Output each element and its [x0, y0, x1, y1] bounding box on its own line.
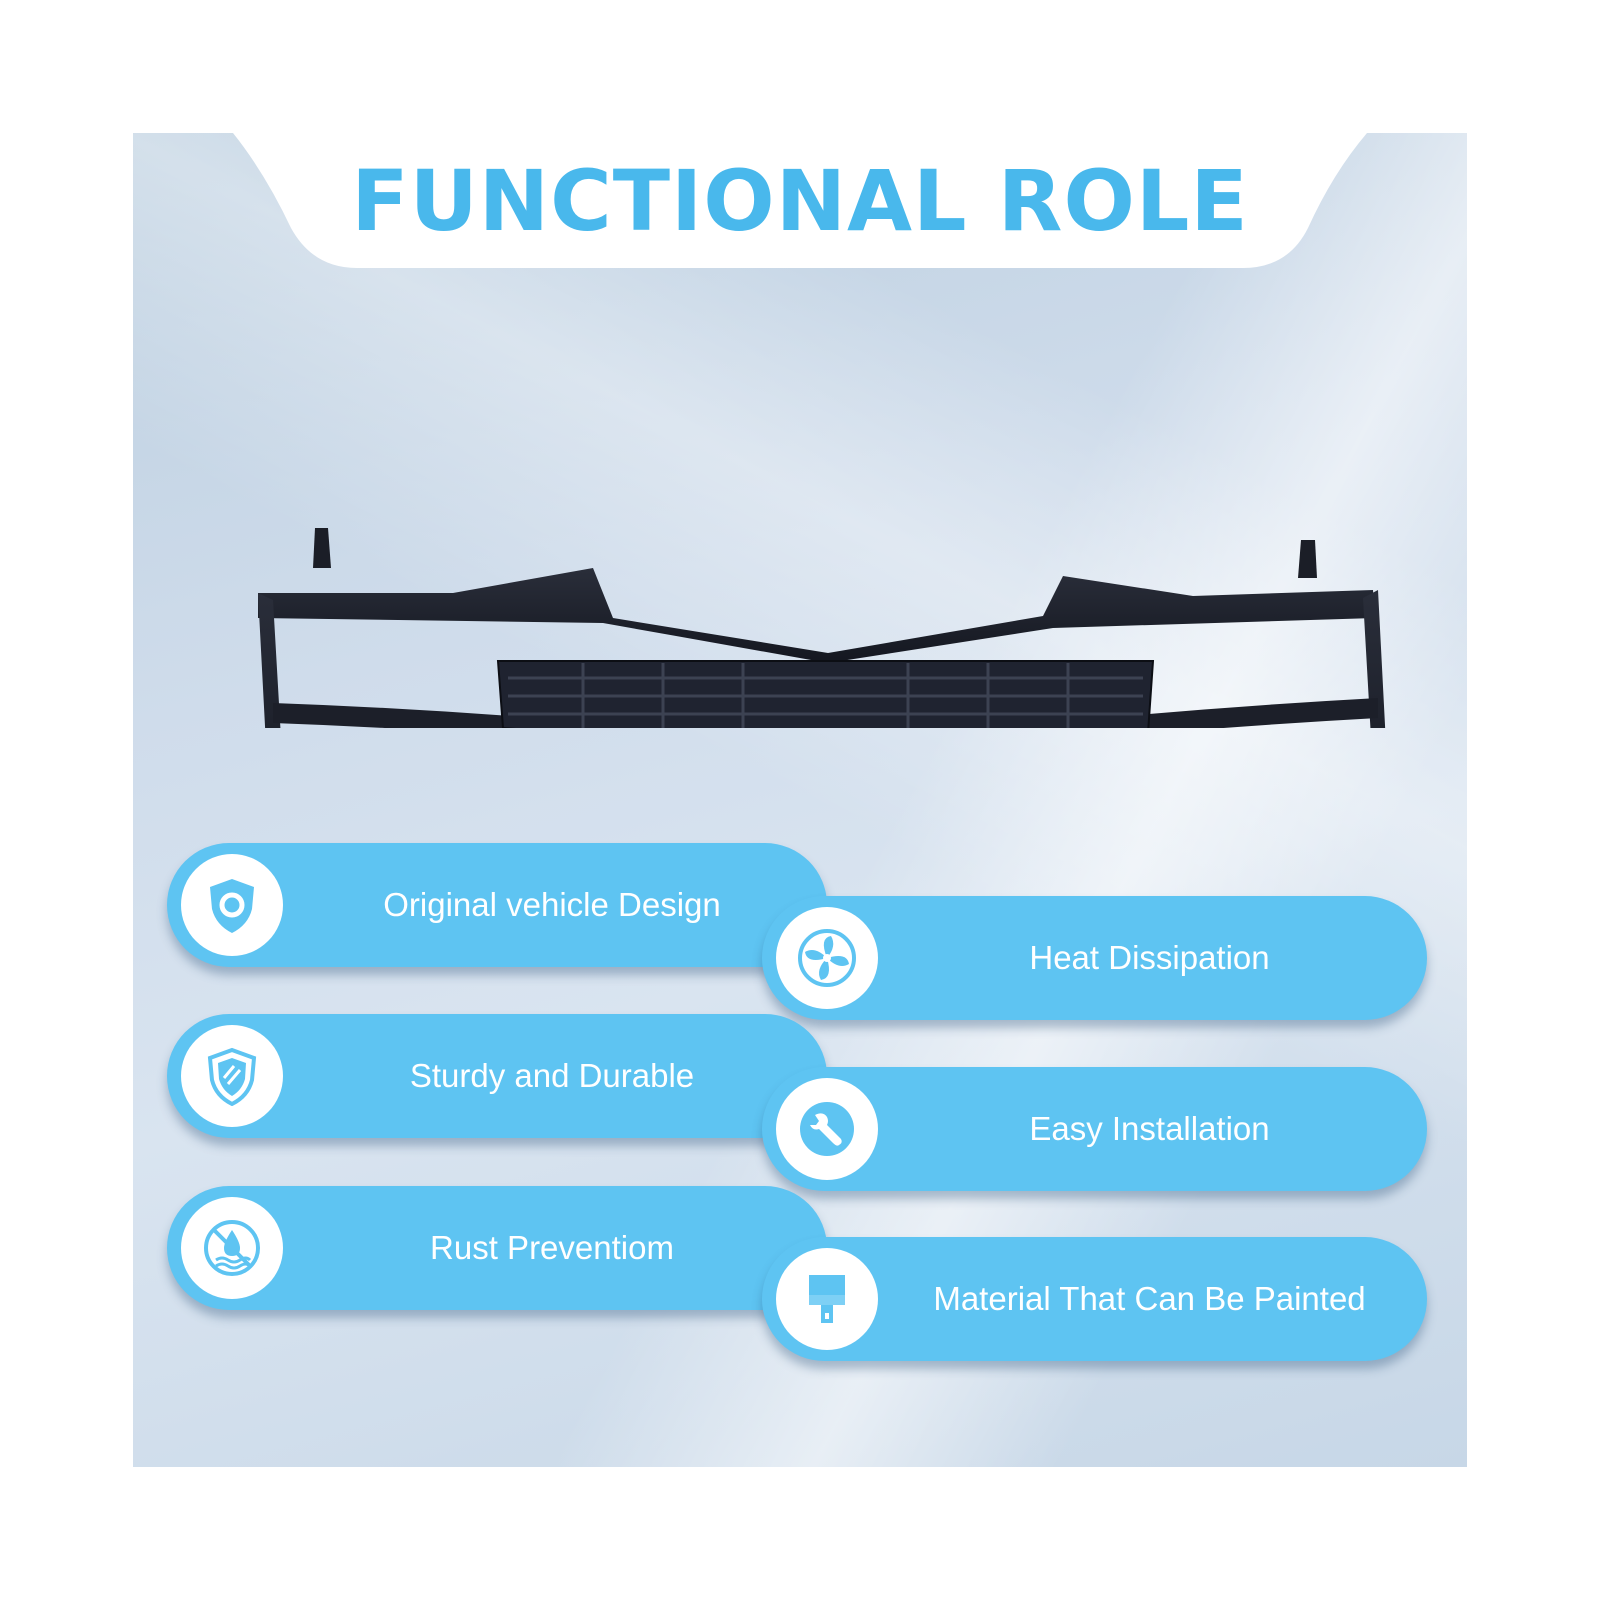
- feature-icon-circle: [776, 1248, 878, 1350]
- grille-image: [258, 528, 1386, 728]
- feature-original-design: Original vehicle Design: [167, 843, 827, 967]
- feature-easy-installation: Easy Installation: [762, 1067, 1427, 1191]
- feature-label: Rust Preventiom: [430, 1229, 674, 1266]
- feature-rust-prevention: Rust Preventiom: [167, 1186, 827, 1310]
- feature-label: Material That Can Be Painted: [933, 1280, 1366, 1317]
- feature-heat-dissipation: Heat Dissipation: [762, 896, 1427, 1020]
- feature-icon-circle: [776, 1078, 878, 1180]
- title-tab: [233, 133, 1367, 268]
- feature-icon-circle: [181, 1197, 283, 1299]
- page-title: FUNCTIONAL ROLE: [351, 152, 1249, 250]
- shield-icon: [207, 1047, 257, 1106]
- feature-label: Heat Dissipation: [1029, 939, 1270, 976]
- feature-panel: FUNCTIONAL ROLE: [133, 133, 1467, 1467]
- feature-label: Easy Installation: [1029, 1110, 1270, 1147]
- paint-brush-icon: [809, 1275, 845, 1323]
- feature-icon-circle: [181, 854, 283, 956]
- feature-paintable-material: Material That Can Be Painted: [762, 1237, 1427, 1361]
- feature-label: Original vehicle Design: [383, 886, 721, 923]
- fan-icon: [798, 929, 856, 987]
- shield-badge-icon: [210, 879, 254, 933]
- no-water-icon: [204, 1220, 260, 1276]
- feature-icon-circle: [776, 907, 878, 1009]
- feature-icon-circle: [181, 1025, 283, 1127]
- feature-label: Sturdy and Durable: [409, 1057, 695, 1094]
- feature-sturdy-durable: Sturdy and Durable: [167, 1014, 827, 1138]
- wrench-icon: [800, 1102, 854, 1156]
